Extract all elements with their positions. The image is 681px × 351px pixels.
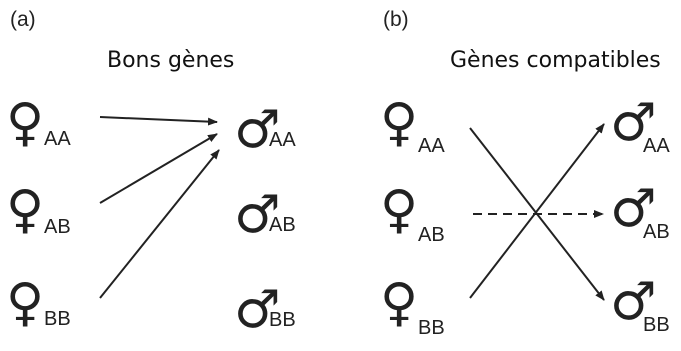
male-bb-node-b: ♂ BB (610, 272, 670, 336)
male-aa-node-a: ♂ AA (234, 100, 296, 160)
female-genotype-label: BB (418, 317, 445, 339)
panel-a-label: (a) (10, 8, 36, 31)
male-symbol-icon: ♂ (610, 272, 657, 332)
panel-b-label: (b) (383, 8, 409, 31)
female-symbol-icon: ♀ (380, 180, 418, 240)
male-ab-node-b: ♂ AB (610, 179, 670, 243)
arrow-ab-to-aa (99, 133, 218, 204)
female-symbol-icon: ♀ (380, 93, 418, 153)
male-genotype-label: BB (269, 309, 296, 331)
arrow-aa-to-aa (99, 116, 218, 126)
male-symbol-icon: ♂ (234, 185, 281, 245)
female-ab-node-a: ♀ AB (6, 180, 71, 240)
panel-b: (b) Gènes compatibles ♀ AA ♀ AB ♀ BB ♂ A… (380, 8, 670, 339)
female-genotype-label: AA (44, 128, 71, 150)
female-ab-node-b: ♀ AB (380, 180, 445, 246)
female-aa-node-b: ♀ AA (380, 93, 445, 157)
panel-a-title: Bons gènes (107, 48, 234, 73)
male-aa-node-b: ♂ AA (610, 93, 670, 157)
male-symbol-icon: ♂ (610, 179, 657, 239)
male-symbol-icon: ♂ (234, 280, 281, 340)
female-genotype-label: BB (44, 308, 71, 330)
male-genotype-label: BB (643, 314, 670, 336)
female-genotype-label: AB (418, 224, 445, 246)
arrow-bb-to-aa (99, 149, 220, 299)
female-symbol-icon: ♀ (6, 273, 44, 333)
male-symbol-icon: ♂ (610, 93, 657, 153)
panel-a: (a) Bons gènes ♀ AA ♀ AB ♀ BB ♂ AA ♂ AB … (6, 8, 296, 340)
female-symbol-icon: ♀ (6, 93, 44, 153)
male-genotype-label: AB (643, 221, 670, 243)
male-bb-node-a: ♂ BB (234, 280, 296, 340)
male-genotype-label: AA (269, 129, 296, 151)
male-genotype-label: AA (643, 135, 670, 157)
female-aa-node-a: ♀ AA (6, 93, 71, 153)
female-genotype-label: AA (418, 135, 445, 157)
female-symbol-icon: ♀ (6, 180, 44, 240)
male-genotype-label: AB (269, 214, 296, 236)
male-ab-node-a: ♂ AB (234, 185, 296, 245)
female-bb-node-a: ♀ BB (6, 273, 71, 333)
panel-b-title: Gènes compatibles (450, 48, 661, 73)
male-symbol-icon: ♂ (234, 100, 281, 160)
arrow-bb-to-aa (469, 123, 605, 299)
female-bb-node-b: ♀ BB (380, 273, 445, 339)
female-genotype-label: AB (44, 216, 71, 238)
female-symbol-icon: ♀ (380, 273, 418, 333)
